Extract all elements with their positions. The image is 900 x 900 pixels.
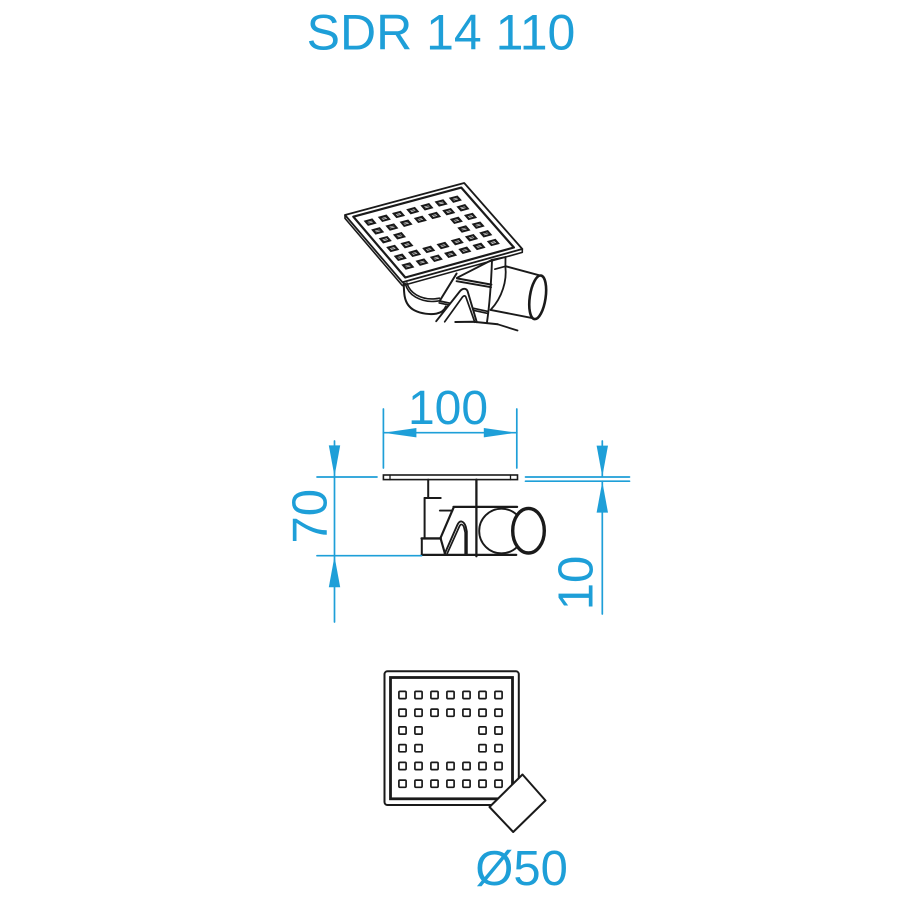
svg-text:SDR 14 110: SDR 14 110: [307, 5, 576, 61]
svg-text:10: 10: [550, 556, 604, 611]
svg-text:Ø50: Ø50: [475, 842, 568, 896]
svg-text:70: 70: [284, 489, 338, 544]
svg-text:100: 100: [408, 382, 488, 435]
